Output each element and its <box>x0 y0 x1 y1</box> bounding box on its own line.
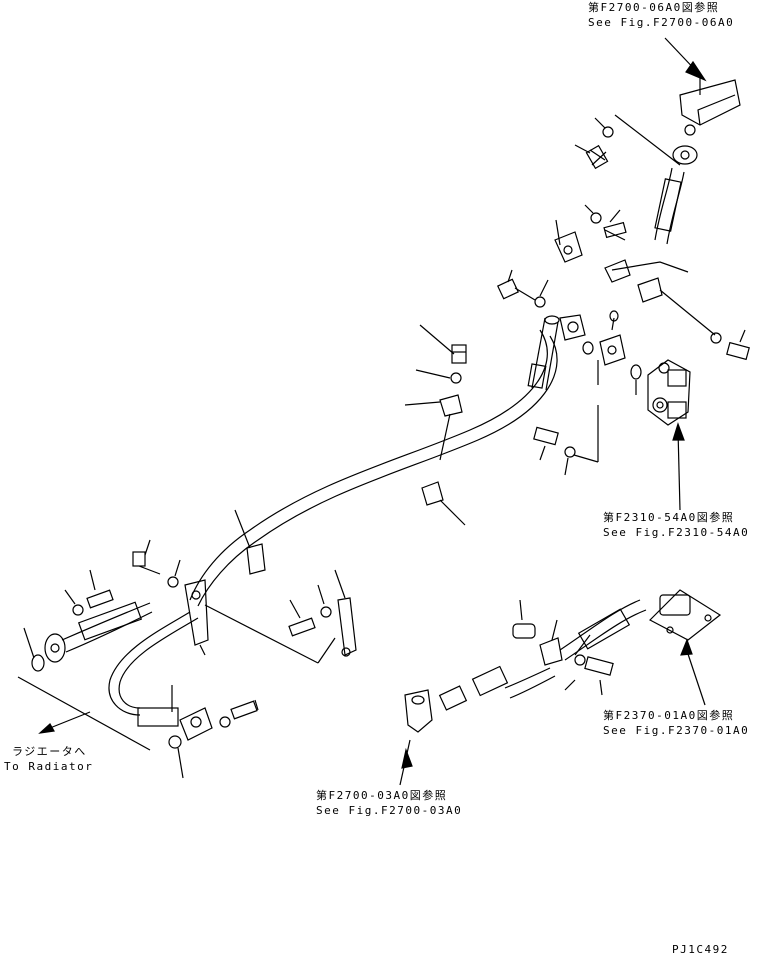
top-hose <box>654 145 698 245</box>
clamp-center <box>404 394 463 461</box>
bolt-left-upper <box>496 269 549 308</box>
elbow-fitting <box>399 689 433 786</box>
bolt-bottom-left <box>219 699 259 728</box>
lower-hose <box>438 599 647 711</box>
bolt-lower-right <box>584 656 614 696</box>
clamp-lower <box>421 481 466 526</box>
bolt-center <box>415 324 467 384</box>
bolt-left <box>132 539 181 588</box>
bolt-group-mid <box>584 204 627 241</box>
pipe-clamp-a <box>234 509 266 575</box>
radiator-en: To Radiator <box>4 760 94 773</box>
ref-top-right-jp: 第F2700-06A0図参照 <box>588 1 720 14</box>
radiator-jp: ラジエータへ <box>12 745 87 758</box>
upper-pipe-segment <box>527 315 560 391</box>
valve-block <box>647 359 691 511</box>
ref-label-lower-right: 第F2370-01A0図参照 See Fig.F2370-01A0 <box>603 708 749 738</box>
ref-top-right-en: See Fig.F2700-06A0 <box>588 16 735 29</box>
clamp-upper <box>604 259 689 283</box>
bolt-mid <box>533 405 599 476</box>
left-hose-upper <box>31 601 153 672</box>
ref-mid-right-en: See Fig.F2310-54A0 <box>603 526 750 539</box>
ref-bottom-center-en: See Fig.F2700-03A0 <box>316 804 463 817</box>
bolt-left-hose <box>64 569 114 616</box>
bracket-right-of-pipe <box>204 569 357 664</box>
flange-upper <box>559 314 586 341</box>
bolt-right <box>710 329 750 361</box>
top-bracket <box>679 75 741 136</box>
radiator-leader <box>17 627 184 779</box>
o-ring-b <box>630 364 642 395</box>
drawing-code: PJ1C492 <box>672 943 729 956</box>
main-pipe <box>189 329 558 607</box>
clamp-lower-right <box>539 619 591 691</box>
clamp-right <box>637 277 716 336</box>
ref-lower-right-jp: 第F2370-01A0図参照 <box>603 709 735 722</box>
pipe-clamp-b <box>184 579 209 656</box>
ref-mid-right-jp: 第F2310-54A0図参照 <box>603 511 735 524</box>
clip-bracket-upper <box>554 219 583 263</box>
adapter-block <box>597 310 626 385</box>
ref-label-bottom-center: 第F2700-03A0図参照 See Fig.F2700-03A0 <box>316 788 462 818</box>
ref-lower-right-en: See Fig.F2370-01A0 <box>603 724 750 737</box>
coupling <box>512 599 536 639</box>
ref-label-top-right: 第F2700-06A0図参照 See Fig.F2700-06A0 <box>588 0 734 30</box>
ref-bottom-center-jp: 第F2700-03A0図参照 <box>316 789 448 802</box>
ref-label-mid-right: 第F2310-54A0図参照 See Fig.F2310-54A0 <box>603 510 749 540</box>
left-hose-lower <box>108 611 213 749</box>
bolt-group-top <box>574 114 681 170</box>
o-ring-a <box>582 341 594 355</box>
ref-arrow-top <box>664 37 707 82</box>
mount-plate <box>648 589 722 706</box>
radiator-label: ラジエータへ To Radiator <box>4 744 93 774</box>
